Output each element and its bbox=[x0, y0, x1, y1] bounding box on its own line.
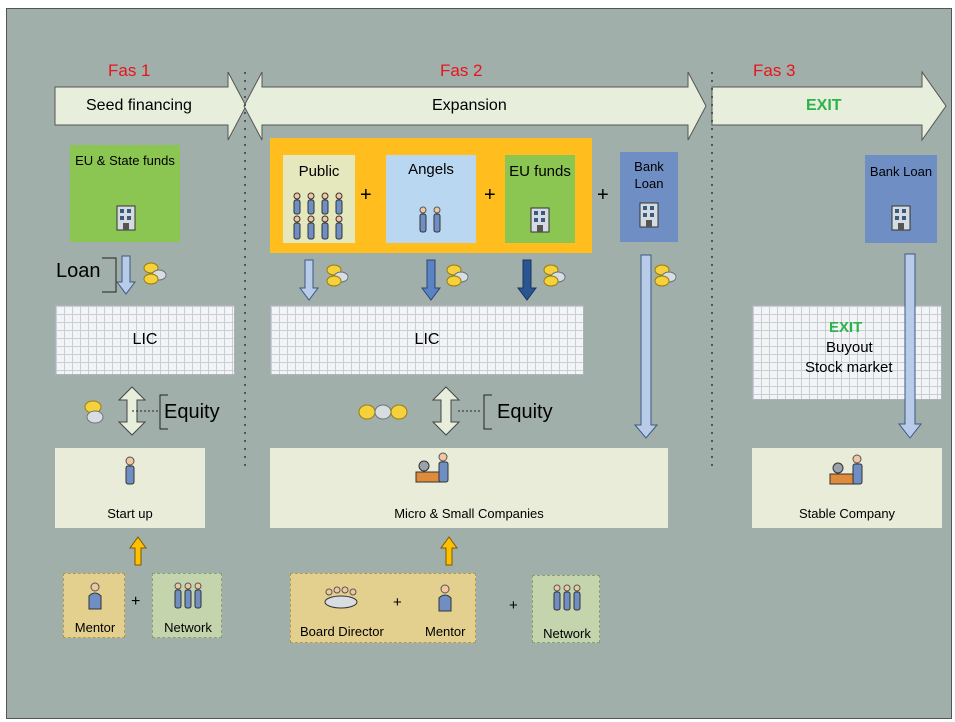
eu-funds-box: EU funds bbox=[505, 155, 575, 243]
lic-box-fas1: LIC bbox=[55, 305, 235, 375]
eu-funds-label: EU funds bbox=[509, 163, 571, 180]
equity-bracket bbox=[458, 394, 492, 430]
bank-loan-fas3-arrow bbox=[897, 253, 923, 439]
lic-label: LIC bbox=[132, 331, 158, 348]
person-icon bbox=[88, 582, 102, 610]
loan-label: Loan bbox=[56, 260, 101, 282]
mentor-label: Mentor bbox=[425, 624, 466, 639]
public-down-arrow bbox=[299, 259, 319, 301]
exit-arrow bbox=[711, 70, 947, 142]
eu-state-funds-label: EU & State funds bbox=[75, 153, 175, 168]
people-group-icon bbox=[419, 206, 441, 233]
eu-state-funds-box: EU & State funds bbox=[70, 145, 180, 242]
public-label: Public bbox=[298, 163, 340, 180]
yellow-up-arrow bbox=[129, 536, 147, 566]
lic-box-fas2: LIC bbox=[270, 305, 584, 375]
stock-market-label: Stock market bbox=[805, 359, 893, 376]
building-icon bbox=[891, 205, 911, 231]
exit-title: EXIT bbox=[829, 319, 863, 336]
angels-down-arrow bbox=[421, 259, 441, 301]
start-up-box: Start up bbox=[55, 448, 205, 528]
buyout-label: Buyout bbox=[826, 339, 873, 356]
mentor-box-fas1: Mentor bbox=[63, 573, 125, 638]
board-director-label: Board Director bbox=[300, 624, 384, 639]
seed-financing-arrow bbox=[54, 71, 247, 141]
person-icon bbox=[125, 456, 135, 485]
bank-loan-label: Bank Loan bbox=[634, 159, 664, 191]
yellow-up-arrow bbox=[440, 536, 458, 566]
equity-label: Equity bbox=[497, 401, 553, 423]
factory-worker-icon bbox=[829, 454, 863, 485]
equity-double-arrow bbox=[431, 386, 461, 436]
phase-2-label: Fas 2 bbox=[440, 61, 483, 80]
seed-financing-label: Seed financing bbox=[86, 97, 192, 114]
plus-sign: + bbox=[484, 184, 496, 206]
network-label: Network bbox=[543, 626, 591, 641]
loan-arrow-group bbox=[102, 255, 136, 295]
people-group-icon bbox=[293, 192, 343, 240]
equity-label: Equity bbox=[164, 401, 220, 423]
network-people-icon bbox=[174, 582, 202, 609]
coins-icon bbox=[654, 264, 677, 287]
person-icon bbox=[438, 584, 452, 612]
board-mentor-box: Board Director + Mentor bbox=[290, 573, 476, 643]
angels-label: Angels bbox=[408, 161, 454, 178]
building-icon bbox=[116, 205, 136, 231]
plus-sign: + bbox=[131, 593, 141, 610]
building-icon bbox=[639, 202, 659, 228]
exit-banner-label: EXIT bbox=[806, 97, 842, 114]
network-people-icon bbox=[553, 584, 581, 611]
expansion-label: Expansion bbox=[432, 97, 507, 114]
network-label: Network bbox=[164, 620, 212, 635]
micro-small-companies-box: Micro & Small Companies bbox=[270, 448, 668, 528]
phase-3-label: Fas 3 bbox=[753, 61, 796, 80]
coins-icon bbox=[358, 404, 408, 420]
bank-loan-box-fas3: Bank Loan bbox=[865, 155, 937, 243]
phase-1-label: Fas 1 bbox=[108, 61, 151, 80]
bank-loan-label: Bank Loan bbox=[869, 164, 933, 179]
meeting-icon bbox=[324, 586, 358, 609]
plus-sign: + bbox=[597, 184, 609, 206]
micro-small-companies-label: Micro & Small Companies bbox=[394, 506, 544, 521]
bank-loan-long-arrow bbox=[633, 254, 659, 439]
coins-icon bbox=[446, 264, 469, 287]
start-up-label: Start up bbox=[107, 506, 153, 521]
coins-icon bbox=[143, 262, 167, 285]
eu-funds-down-arrow bbox=[517, 259, 537, 301]
plus-sign: + bbox=[509, 597, 518, 614]
lic-label: LIC bbox=[414, 331, 440, 348]
building-icon bbox=[530, 207, 550, 233]
coins-icon bbox=[543, 264, 566, 287]
network-box-fas2: Network bbox=[532, 575, 600, 643]
plus-sign: + bbox=[393, 594, 402, 611]
coins-icon bbox=[84, 400, 104, 424]
mentor-label: Mentor bbox=[74, 620, 116, 635]
bank-loan-box-fas2: Bank Loan bbox=[620, 152, 678, 242]
equity-bracket bbox=[132, 394, 168, 430]
coins-icon bbox=[326, 264, 349, 287]
public-box: Public bbox=[283, 155, 355, 243]
angels-box: Angels bbox=[386, 155, 476, 243]
stable-company-label: Stable Company bbox=[798, 506, 896, 521]
network-box-fas1: Network bbox=[152, 573, 222, 638]
plus-sign: + bbox=[360, 184, 372, 206]
stable-company-box: Stable Company bbox=[752, 448, 942, 528]
factory-worker-icon bbox=[415, 452, 449, 483]
expansion-double-arrow bbox=[243, 71, 707, 141]
